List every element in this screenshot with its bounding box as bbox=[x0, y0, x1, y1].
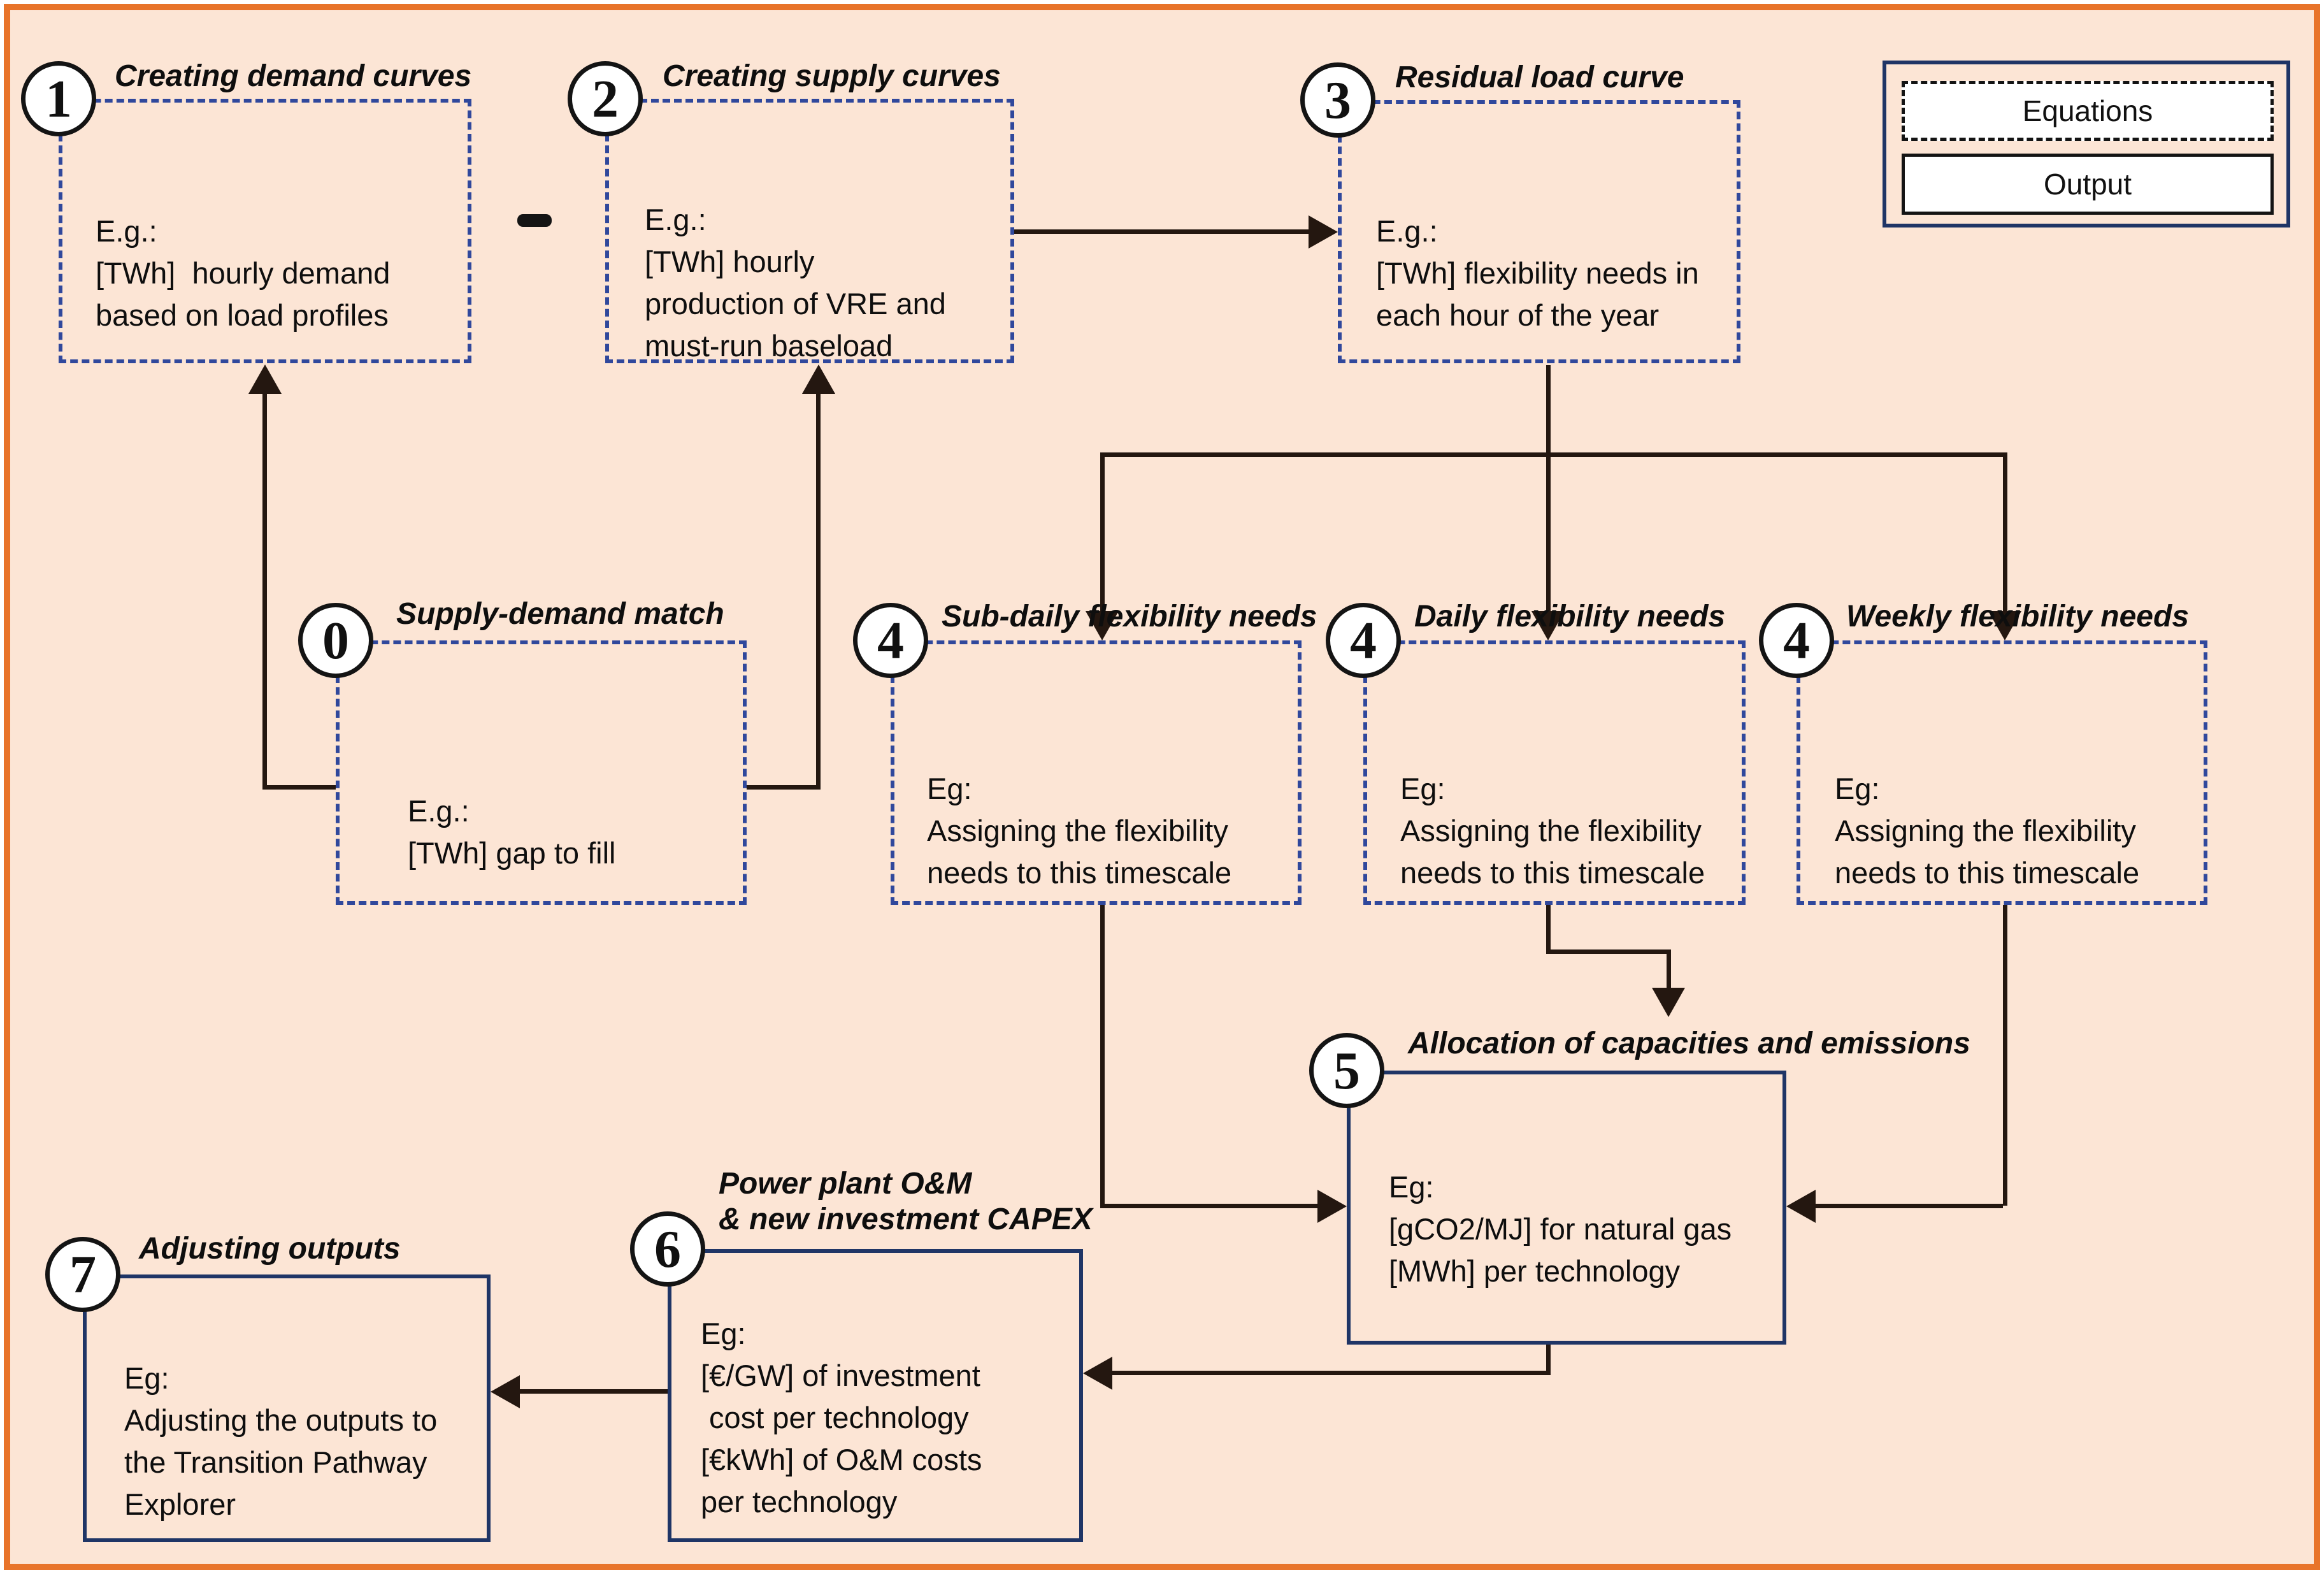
step-number-4-weekly: 4 bbox=[1759, 603, 1834, 678]
split-crossbar bbox=[1100, 452, 2007, 457]
step-content-4-daily: Eg: Assigning the flexibility needs to t… bbox=[1400, 772, 1705, 890]
split-drop-subdaily bbox=[1100, 452, 1105, 612]
legend-equations: Equations bbox=[1902, 81, 2274, 141]
step-content-1: E.g.: [TWh] hourly demand based on load … bbox=[96, 214, 391, 332]
step-content-0: E.g.: [TWh] gap to fill bbox=[408, 794, 616, 870]
step-title-2: Creating supply curves bbox=[663, 59, 1001, 93]
daily-drop-line bbox=[1546, 905, 1551, 954]
page-frame bbox=[4, 4, 2320, 1570]
feedback-left-horizontal bbox=[264, 785, 336, 790]
feedback-right-riser bbox=[816, 391, 821, 790]
legend-output: Output bbox=[1902, 154, 2274, 215]
step-number-0: 0 bbox=[298, 603, 373, 678]
step-box-6 bbox=[668, 1249, 1083, 1542]
step-number-4-daily: 4 bbox=[1326, 603, 1401, 678]
step-box-4-weekly bbox=[1797, 640, 2207, 905]
step-title-5: Allocation of capacities and emissions bbox=[1408, 1027, 1970, 1060]
step-box-2 bbox=[605, 99, 1014, 363]
minus-operator bbox=[517, 214, 552, 227]
weekly-drop-line bbox=[2003, 905, 2007, 1206]
step-box-0 bbox=[336, 640, 747, 905]
step-content-4-subdaily: Eg: Assigning the flexibility needs to t… bbox=[927, 772, 1232, 890]
six-to-seven-line bbox=[520, 1389, 668, 1394]
split-drop-weekly bbox=[2003, 452, 2007, 612]
arrowhead-into-daily bbox=[1531, 611, 1565, 640]
step-title-7: Adjusting outputs bbox=[139, 1232, 401, 1266]
arrowhead-into-residual bbox=[1309, 215, 1338, 249]
arrowhead-into-six bbox=[1083, 1357, 1112, 1390]
step-number-3: 3 bbox=[1300, 62, 1375, 138]
weekly-to-five-line bbox=[1816, 1204, 2003, 1208]
subdaily-drop-line bbox=[1100, 905, 1105, 1206]
step-title-1: Creating demand curves bbox=[115, 59, 472, 93]
step-content-2: E.g.: [TWh] hourly production of VRE and… bbox=[645, 203, 946, 363]
arrow-line-supply-to-residual bbox=[1014, 229, 1311, 234]
arrowhead-into-subdaily bbox=[1086, 611, 1119, 640]
step-number-1: 1 bbox=[21, 61, 96, 136]
step-number-6: 6 bbox=[630, 1211, 705, 1287]
subdaily-to-five-line bbox=[1100, 1204, 1317, 1208]
step-box-1 bbox=[59, 99, 471, 363]
split-drop-daily bbox=[1546, 452, 1551, 612]
step-number-4-subdaily: 4 bbox=[853, 603, 928, 678]
step-number-2: 2 bbox=[568, 61, 643, 136]
arrowhead-five-right bbox=[1786, 1190, 1816, 1223]
five-output-drop bbox=[1546, 1345, 1551, 1375]
step-content-5: Eg: [gCO2/MJ] for natural gas [MWh] per … bbox=[1389, 1170, 1732, 1288]
step-content-3: E.g.: [TWh] flexibility needs in each ho… bbox=[1376, 214, 1699, 332]
arrowhead-into-seven bbox=[491, 1375, 520, 1408]
feedback-left-riser bbox=[262, 391, 267, 790]
step-title-0: Supply-demand match bbox=[396, 597, 724, 631]
arrowhead-five-left bbox=[1317, 1190, 1347, 1223]
step-content-4-weekly: Eg: Assigning the flexibility needs to t… bbox=[1835, 772, 2140, 890]
split-stem-from-residual bbox=[1546, 365, 1551, 457]
arrowhead-into-supply bbox=[802, 365, 835, 394]
arrowhead-five-top bbox=[1652, 988, 1685, 1017]
step-box-7 bbox=[83, 1274, 491, 1542]
daily-elbow-line bbox=[1546, 949, 1671, 954]
step-box-4-daily bbox=[1363, 640, 1746, 905]
legend-box: Equations Output bbox=[1883, 61, 2290, 227]
step-title-4-subdaily: Sub-daily flexibility needs bbox=[942, 600, 1317, 633]
feedback-right-horizontal bbox=[747, 785, 818, 790]
daily-elbow-drop bbox=[1667, 949, 1671, 989]
step-number-5: 5 bbox=[1309, 1033, 1384, 1108]
step-number-7: 7 bbox=[45, 1237, 120, 1312]
step-box-3 bbox=[1338, 100, 1740, 363]
step-box-5 bbox=[1347, 1071, 1786, 1345]
arrowhead-into-weekly bbox=[1988, 611, 2021, 640]
five-to-six-line bbox=[1112, 1371, 1549, 1375]
step-box-4-subdaily bbox=[891, 640, 1302, 905]
step-content-6: Eg: [€/GW] of investment cost per techno… bbox=[701, 1317, 982, 1519]
step-title-6: Power plant O&M & new investment CAPEX bbox=[719, 1167, 1093, 1236]
arrowhead-into-demand bbox=[248, 365, 282, 394]
step-title-4-weekly: Weekly flexibility needs bbox=[1846, 600, 2190, 633]
step-content-7: Eg: Adjusting the outputs to the Transit… bbox=[124, 1361, 438, 1521]
step-title-4-daily: Daily flexibility needs bbox=[1414, 600, 1726, 633]
step-title-3: Residual load curve bbox=[1395, 61, 1684, 94]
